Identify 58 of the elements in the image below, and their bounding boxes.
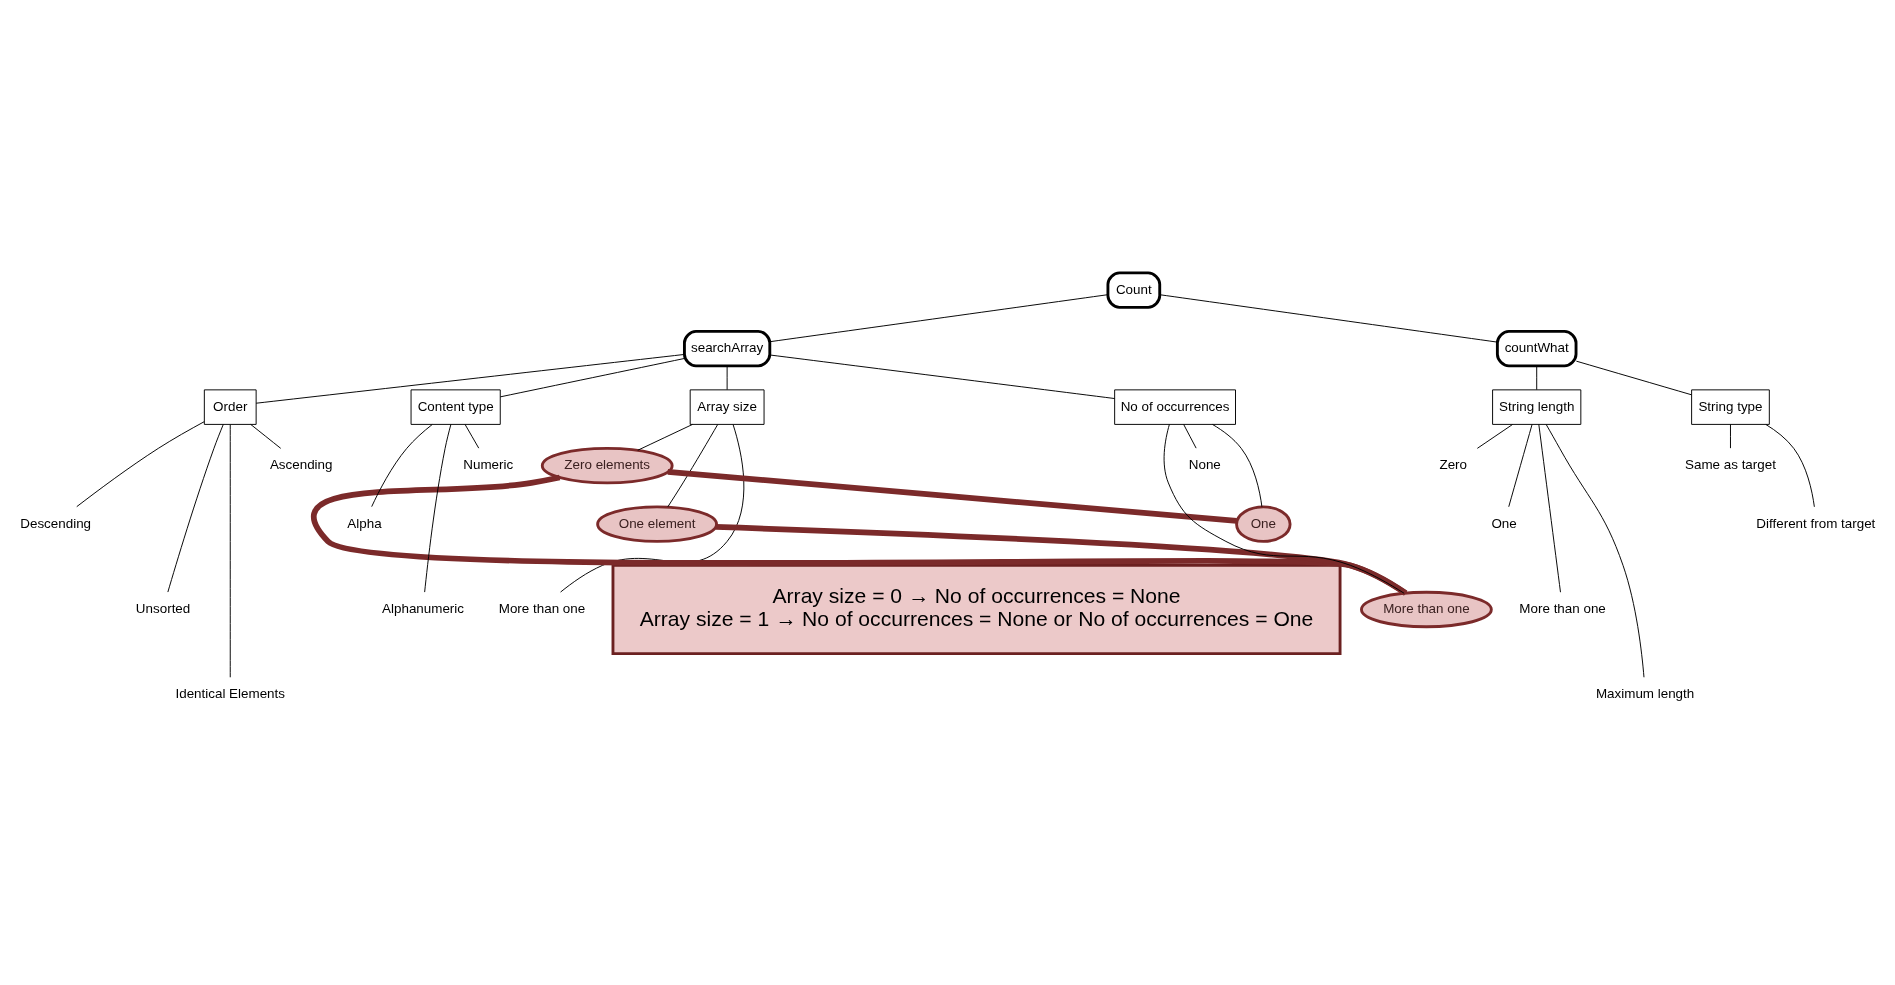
- node-box: countWhat: [1495, 329, 1578, 368]
- node-text: Zero: [1439, 457, 1468, 473]
- connector: [499, 358, 685, 398]
- connector: [464, 423, 480, 449]
- connector: [1575, 360, 1692, 396]
- connector: [1183, 423, 1197, 449]
- node-text: Same as target: [1685, 457, 1776, 473]
- connector: [250, 423, 282, 449]
- node-box: Count: [1106, 271, 1162, 309]
- node-box: Order: [203, 389, 257, 425]
- node-text: More than one: [498, 601, 586, 617]
- connector: [1159, 294, 1498, 343]
- node-box: Array size = 0 → No of occurrences = None Array size = 1 → No of occurrences = None or No of occurrences = One: [611, 563, 1342, 656]
- connector: [1212, 423, 1263, 508]
- node-text: Alpha: [347, 515, 382, 531]
- node-text: Identical Elements: [175, 686, 286, 702]
- node-box: searchArray: [683, 329, 772, 368]
- node-box: Array size: [689, 389, 765, 425]
- node-text: Ascending: [269, 457, 333, 473]
- node-ellipse: More than one: [1360, 590, 1493, 629]
- node-ellipse: One element: [596, 505, 718, 543]
- connector: [715, 524, 1407, 596]
- node-text: Different from target: [1756, 515, 1876, 531]
- connector: [1163, 424, 1405, 594]
- connector: [167, 423, 224, 593]
- connector: [769, 354, 1116, 399]
- connector: [1545, 424, 1645, 678]
- connector: [667, 424, 719, 508]
- node-text: Maximum length: [1595, 686, 1695, 702]
- node-box: String type: [1691, 389, 1770, 425]
- connector: [255, 353, 685, 404]
- connector: [637, 423, 693, 451]
- node-ellipse: Zero elements: [540, 446, 674, 485]
- node-text: Unsorted: [135, 601, 191, 617]
- connector: [1730, 423, 1731, 449]
- connector: [424, 423, 452, 593]
- node-text: More than one: [1519, 601, 1606, 617]
- connector: [371, 424, 433, 508]
- node-box: No of occurrences: [1114, 389, 1236, 425]
- node-text: Alphanumeric: [382, 601, 465, 617]
- connector: [1765, 424, 1815, 508]
- connector: [769, 294, 1109, 343]
- node-box: String length: [1492, 389, 1582, 425]
- node-text: Numeric: [463, 457, 514, 473]
- node-box: Content type: [410, 389, 501, 425]
- connector: [1508, 424, 1533, 508]
- connector: [312, 474, 1408, 596]
- connector: [726, 365, 728, 391]
- node-ellipse: One: [1235, 505, 1292, 543]
- connector: [76, 421, 205, 508]
- node-text: Descending: [20, 515, 92, 531]
- connector: [1476, 423, 1514, 449]
- node-text: None: [1188, 457, 1221, 473]
- connector: [1536, 365, 1538, 391]
- connector: [1538, 424, 1561, 593]
- connector: [229, 424, 231, 678]
- node-text: One: [1491, 515, 1517, 531]
- connector: [667, 468, 1237, 524]
